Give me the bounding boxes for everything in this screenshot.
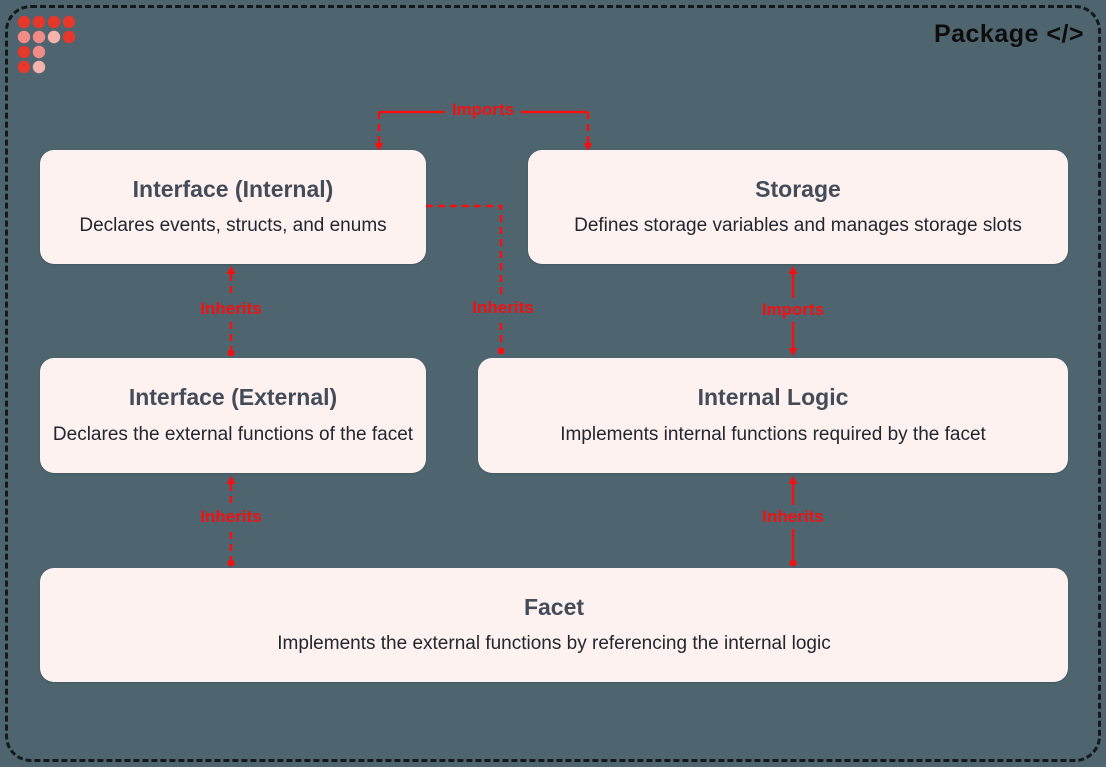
logo-dot bbox=[32, 60, 46, 74]
logo-dot bbox=[17, 60, 31, 74]
brand-logo bbox=[17, 15, 76, 74]
node-subtitle: Implements internal functions required b… bbox=[560, 423, 986, 445]
node-storage: Storage Defines storage variables and ma… bbox=[528, 150, 1068, 264]
edge-label-imports-right: Imports bbox=[754, 298, 832, 322]
logo-dot bbox=[62, 30, 76, 44]
arrowhead-up bbox=[788, 266, 798, 274]
node-title: Interface (Internal) bbox=[132, 175, 334, 202]
arrowhead-up bbox=[226, 476, 236, 484]
edge-dot bbox=[227, 559, 235, 567]
logo-dot bbox=[32, 45, 46, 59]
edge-dot bbox=[497, 347, 505, 355]
node-facet: Facet Implements the external functions … bbox=[40, 568, 1068, 682]
arrowhead-up bbox=[788, 476, 798, 484]
edge-inherits-middle bbox=[426, 204, 505, 355]
node-title: Facet bbox=[523, 593, 585, 620]
logo-dot bbox=[47, 15, 61, 29]
logo-dot bbox=[32, 30, 46, 44]
edge-dot bbox=[789, 559, 797, 567]
node-interface-external: Interface (External) Declares the extern… bbox=[40, 358, 426, 473]
logo-dot bbox=[62, 15, 76, 29]
edge-label-inherits-right-bottom: Inherits bbox=[755, 505, 831, 529]
node-subtitle: Declares the external functions of the f… bbox=[52, 423, 414, 445]
edge-label-inherits-middle: Inherits bbox=[465, 296, 541, 320]
node-internal-logic: Internal Logic Implements internal funct… bbox=[478, 358, 1068, 473]
node-title: Interface (External) bbox=[128, 384, 338, 411]
logo-dot bbox=[47, 30, 61, 44]
arrowhead-up bbox=[226, 266, 236, 274]
node-subtitle: Defines storage variables and manages st… bbox=[574, 215, 1022, 237]
node-subtitle: Implements the external functions by ref… bbox=[277, 633, 831, 655]
node-subtitle: Declares events, structs, and enums bbox=[79, 215, 387, 237]
node-title: Internal Logic bbox=[697, 384, 849, 411]
node-title: Storage bbox=[755, 175, 841, 202]
logo-dot bbox=[17, 45, 31, 59]
logo-dot bbox=[32, 15, 46, 29]
brand-title: Package </> bbox=[933, 20, 1084, 48]
logo-dots bbox=[17, 15, 76, 74]
node-interface-internal: Interface (Internal) Declares events, st… bbox=[40, 150, 426, 264]
edge-label-imports-top: Imports bbox=[444, 98, 522, 122]
edge-label-inherits-left-top: Inherits bbox=[193, 297, 269, 321]
arrowhead-down bbox=[788, 348, 798, 356]
logo-dot bbox=[17, 15, 31, 29]
edge-dot bbox=[227, 349, 235, 357]
edge-label-inherits-left-bottom: Inherits bbox=[193, 505, 269, 529]
logo-dot bbox=[17, 30, 31, 44]
